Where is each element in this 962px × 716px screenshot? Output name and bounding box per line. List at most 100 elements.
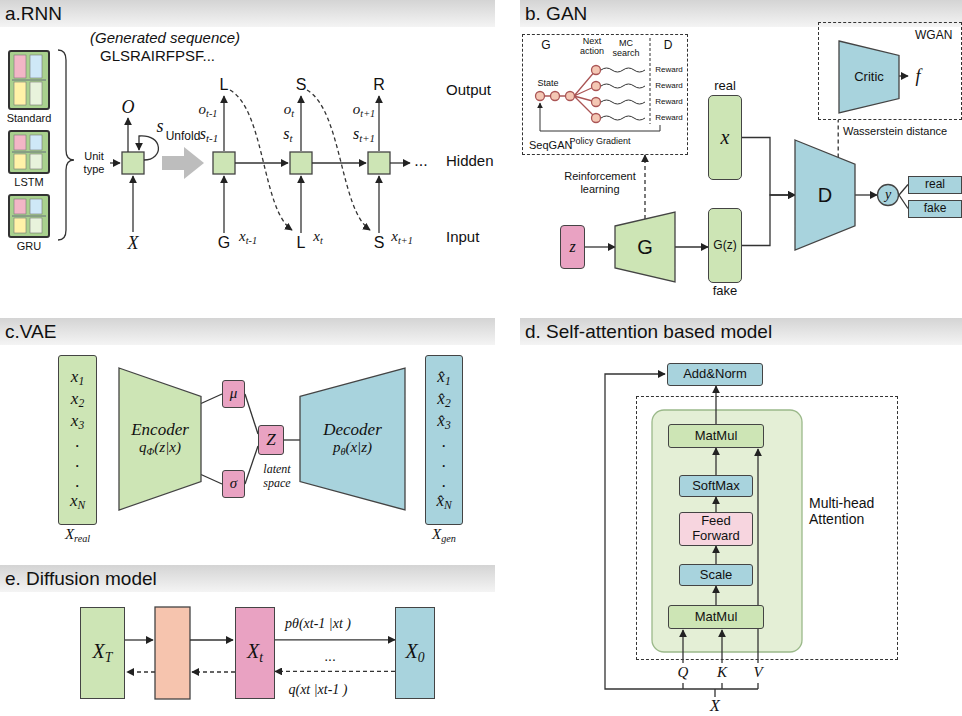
row-label: Input [446, 228, 479, 245]
connector [742, 138, 795, 196]
output-symbol: ot-1 [199, 101, 218, 120]
box-text: q [139, 439, 147, 455]
output-symbol: o [284, 101, 292, 117]
rnn-art [132, 176, 133, 232]
encoder-shape [119, 368, 201, 510]
box-text: Add&Norm [683, 367, 747, 382]
state-symbol: s [200, 125, 206, 142]
output-symbol: t [291, 108, 294, 119]
rnn-art [213, 152, 235, 174]
seqgan-art [601, 68, 645, 120]
rnn-art [300, 96, 301, 151]
reward-label: Reward [655, 81, 683, 90]
caption-text: X [432, 526, 441, 542]
box-text: qΦ(z|x) [139, 439, 181, 458]
box-text: MatMul [695, 429, 738, 444]
connector [715, 386, 716, 424]
latent-box: Z [258, 425, 284, 455]
box-text: . [442, 452, 446, 472]
connector [742, 195, 795, 246]
box-text: MatMul [695, 610, 738, 625]
softmax-box: SoftMax [679, 475, 753, 497]
reward-label: Reward [655, 97, 683, 106]
diffusion-art [192, 671, 235, 672]
box-text: x̂ [436, 491, 444, 510]
row-label: Hidden [446, 152, 494, 169]
fake-sample-box: G(z)fake [708, 208, 742, 283]
panel-header: d. Self-attention based model [520, 318, 962, 345]
rnn-art [300, 176, 301, 233]
state-box: Xt [235, 607, 275, 699]
box-text: x [71, 411, 79, 430]
feed-forward-box: Feed Forward [679, 512, 753, 546]
box-text: X [93, 640, 105, 662]
unit-icon-shape [14, 135, 26, 150]
box-text: d. Self-attention based model [525, 321, 772, 343]
input-symbol: xt-1 [239, 228, 257, 247]
diffusion-art [125, 639, 153, 640]
output-symbol: O [122, 97, 135, 118]
box-text: fake [924, 202, 947, 216]
diffusion-art [190, 639, 233, 640]
state-symbol: st [283, 125, 292, 145]
caption-text: Multi-head Attention [809, 495, 889, 527]
box-text: real [925, 178, 945, 192]
box-text: N [77, 500, 85, 513]
connector [715, 586, 716, 605]
output-symbol: o [199, 101, 207, 117]
box-text: 0 [418, 650, 425, 665]
output-node: y [877, 184, 899, 206]
rnn-art [110, 162, 120, 163]
input-symbol: x [313, 228, 320, 244]
box-text: Critic [854, 70, 884, 85]
unit-icon-shape [9, 131, 49, 173]
residue-letter: L [297, 234, 306, 252]
box-text: x̂N [436, 491, 451, 513]
row-label: Output [446, 81, 491, 98]
noise-box: z [560, 225, 585, 269]
output-node-shape [878, 185, 899, 206]
generator-shape [615, 212, 675, 282]
input-symbol: K [717, 664, 727, 681]
caption-text: Xgen [432, 526, 456, 545]
seqgan-art [540, 70, 596, 118]
decoder-shape [300, 368, 405, 510]
rnn-art [162, 147, 204, 179]
diffusion-art [155, 607, 190, 699]
attention-group: Multi-head AttentionMatMulSoftMaxFeed Fo… [636, 396, 898, 660]
box-text: (x|z) [345, 439, 372, 455]
box-text: x [70, 491, 78, 510]
unit-icon-shape [14, 218, 26, 233]
box-text: x̂ [437, 411, 445, 430]
caption-text: X [65, 526, 74, 542]
box-text: xN [70, 491, 85, 513]
box-text: . [442, 432, 446, 452]
unit-icon-shape [9, 51, 49, 109]
unit-icon-shape [30, 154, 42, 169]
connector [245, 394, 258, 434]
box-text: (z|x) [154, 439, 181, 455]
caption-text: GRU [17, 240, 41, 253]
box-text: 1 [78, 376, 84, 389]
box-text: X [247, 640, 259, 662]
connector [585, 246, 615, 247]
connector [201, 475, 222, 485]
box-text: μ [230, 385, 238, 402]
box-text: XT [93, 640, 113, 666]
critic-block-shape [839, 41, 899, 113]
residue-letter: S [296, 76, 307, 94]
attention-art [605, 374, 802, 697]
box-text: x2 [71, 389, 84, 411]
box-text: x̂ [437, 367, 445, 386]
box-text: x̂2 [437, 389, 450, 411]
panel-header: c.VAE [0, 318, 495, 345]
unit-icon: GRU [8, 194, 50, 238]
box-text: pθ(x|z) [333, 439, 372, 458]
rnn-art [378, 176, 379, 233]
box-text: 3 [78, 419, 84, 432]
residue-letter: R [373, 76, 385, 94]
seqgan-part-label: Next action [576, 36, 608, 57]
edge-label: Wasserstein distance [843, 125, 947, 138]
box-text: Φ [147, 446, 155, 457]
